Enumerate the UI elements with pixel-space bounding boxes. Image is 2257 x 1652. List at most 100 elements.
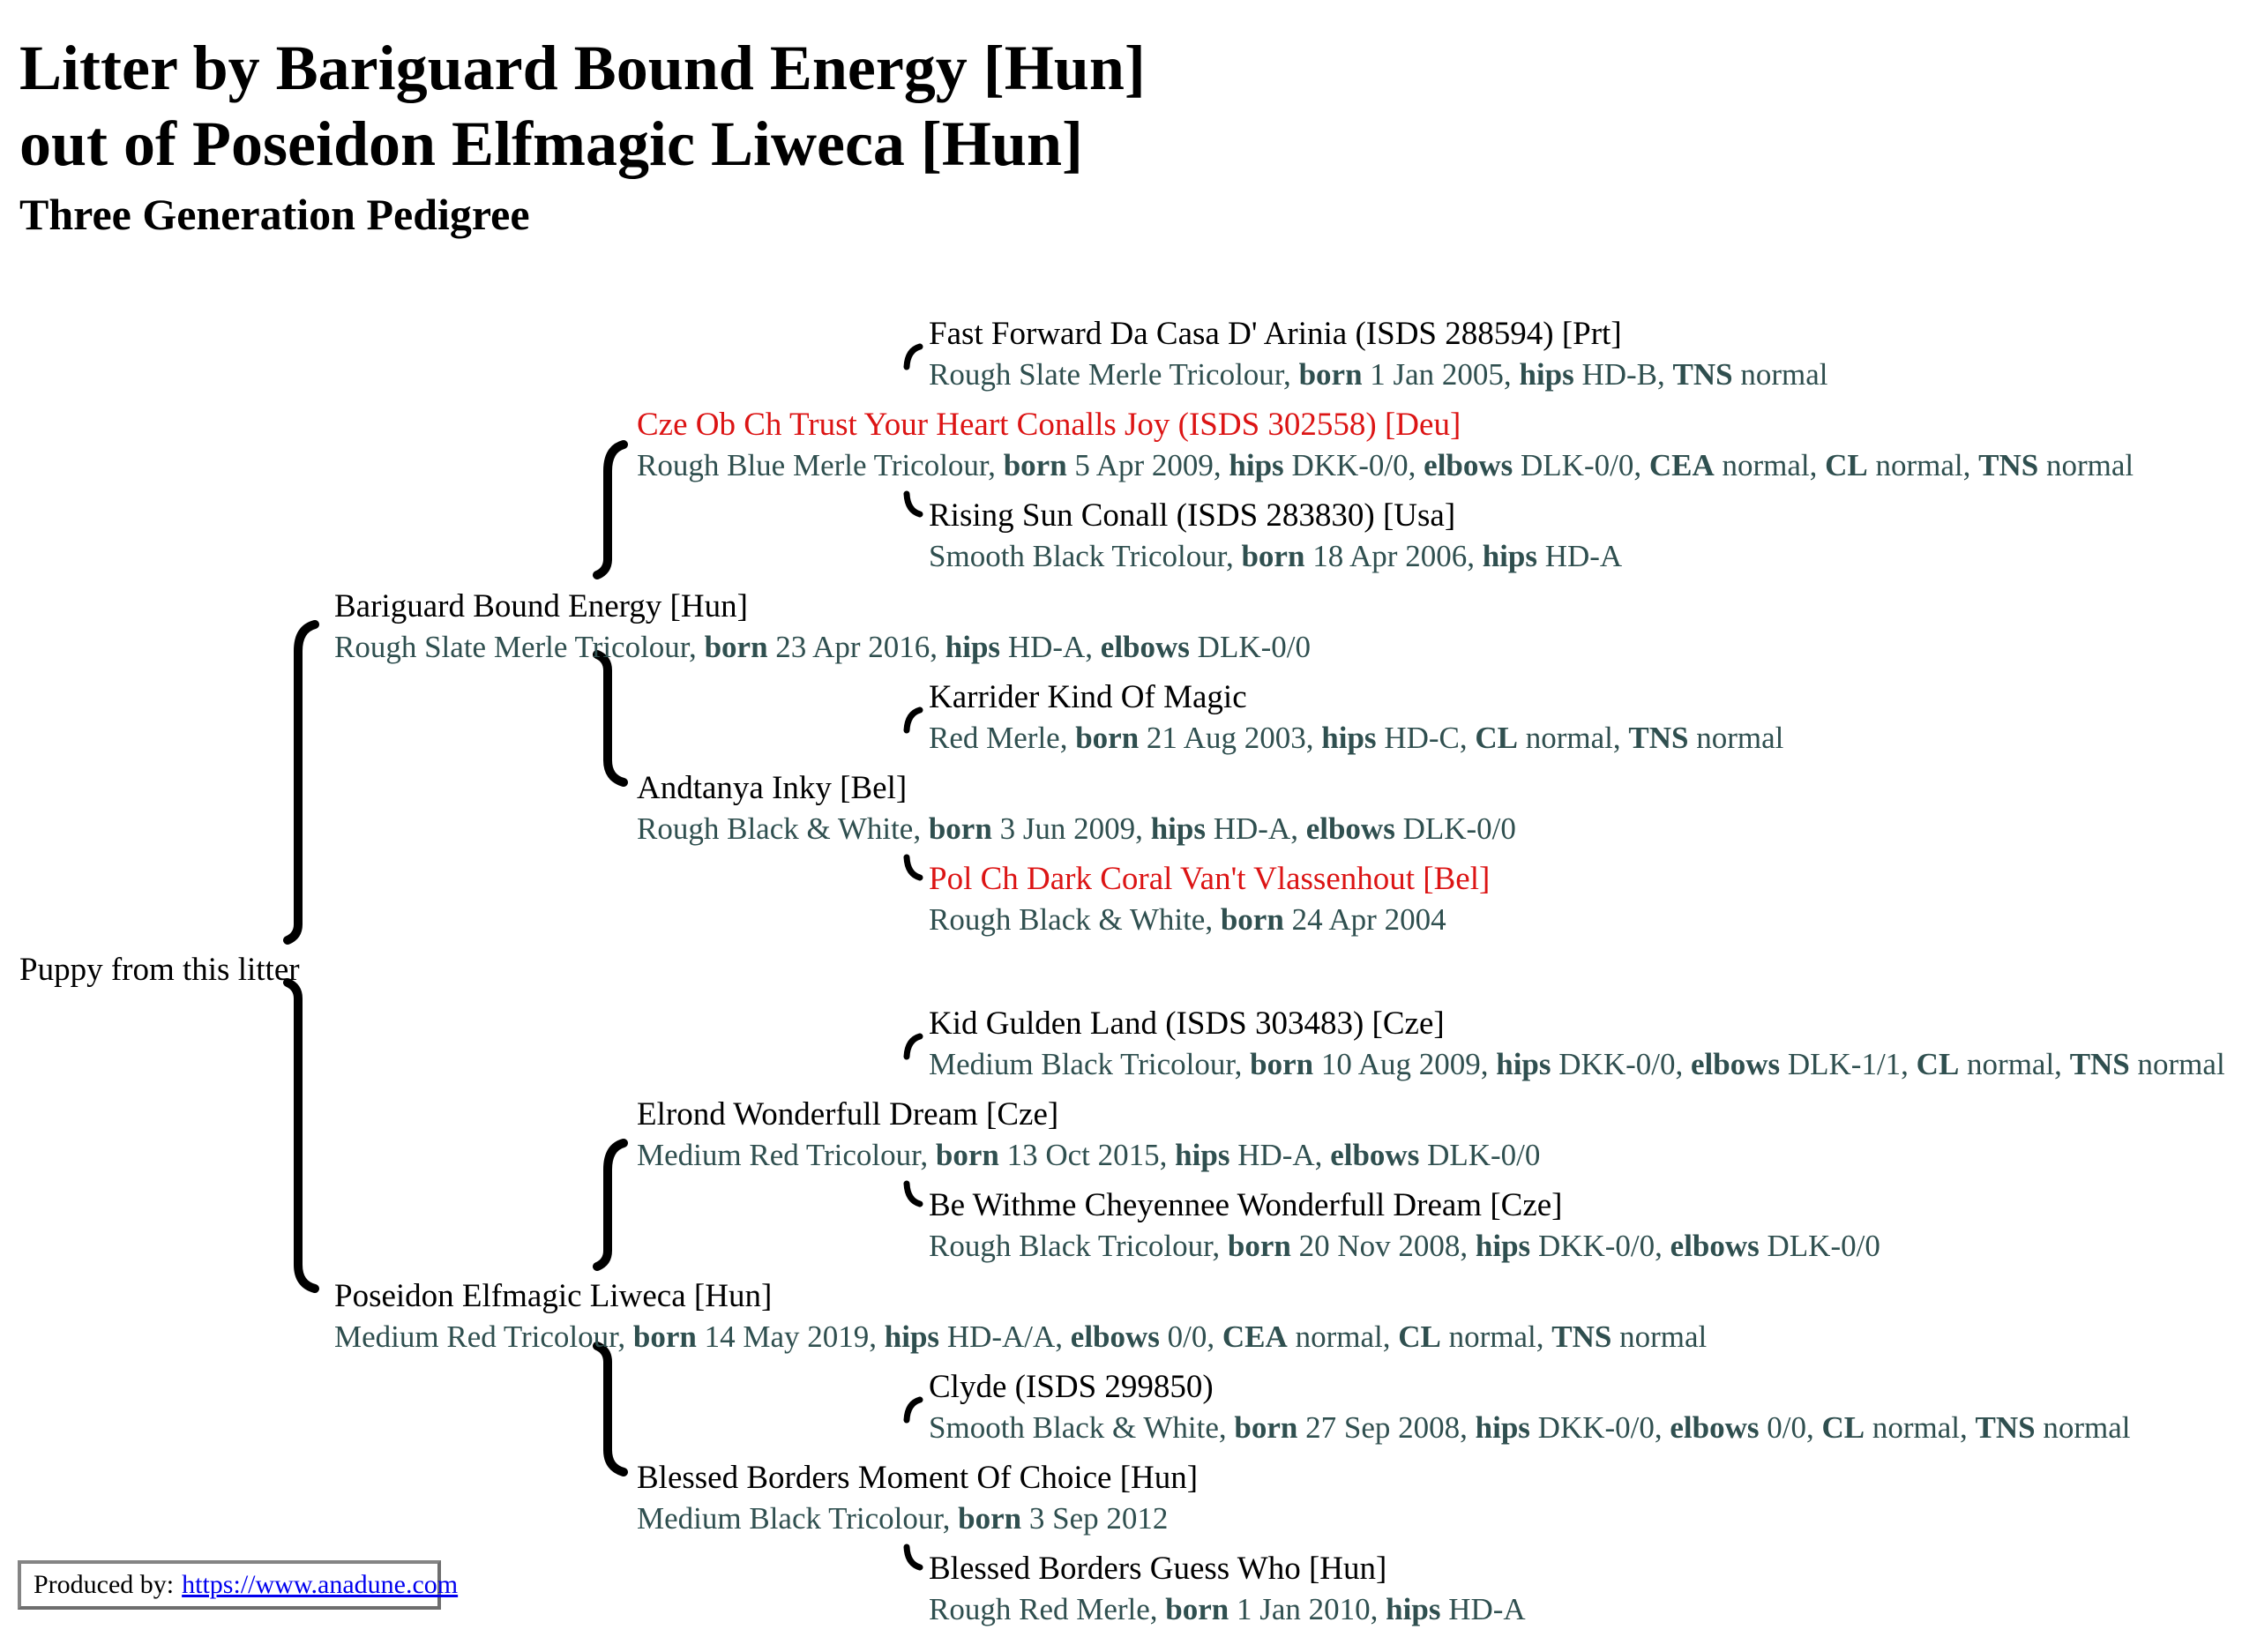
anadune-link[interactable]: https://www.anadune.com bbox=[182, 1570, 459, 1599]
detail-field-label: elbows bbox=[1070, 1319, 1160, 1354]
detail-field-label: hips bbox=[1229, 448, 1284, 482]
detail-field-label: CEA bbox=[1222, 1319, 1288, 1354]
detail-field-label: hips bbox=[1482, 539, 1537, 573]
pedigree-entry-name-guess-who: Blessed Borders Guess Who [Hun] bbox=[929, 1551, 1387, 1587]
gen3-tip-dark-coral bbox=[903, 854, 923, 881]
detail-field-value: 18 Apr 2006, bbox=[1304, 539, 1483, 573]
pedigree-entry-detail-fast-forward: Rough Slate Merle Tricolour, born 1 Jan … bbox=[929, 357, 1828, 392]
detail-field-label: elbows bbox=[1690, 1047, 1781, 1081]
pedigree-entry-detail-poseidon: Medium Red Tricolour, born 14 May 2019, … bbox=[334, 1319, 1707, 1355]
produced-by-box: Produced by: https://www.anadune.com bbox=[18, 1560, 458, 1610]
detail-field-label: TNS bbox=[1628, 721, 1689, 755]
detail-field-label: born bbox=[1220, 902, 1284, 937]
detail-field-value: 3 Sep 2012 bbox=[1021, 1501, 1169, 1536]
detail-field-value: HD-A, bbox=[1205, 811, 1306, 846]
detail-field-value: normal bbox=[1732, 357, 1828, 392]
detail-field-label: hips bbox=[945, 630, 1001, 664]
detail-field-value: normal, bbox=[1714, 448, 1826, 482]
detail-field-label: born bbox=[1165, 1592, 1229, 1626]
detail-field-label: born bbox=[928, 811, 992, 846]
pedigree-entry-name-karrider: Karrider Kind Of Magic bbox=[929, 679, 1247, 715]
detail-field-label: TNS bbox=[2069, 1047, 2130, 1081]
detail-field-value: normal, bbox=[1865, 1410, 1976, 1445]
detail-field-value: normal, bbox=[1518, 721, 1629, 755]
detail-field-label: CL bbox=[1821, 1410, 1865, 1445]
detail-field-label: CL bbox=[1475, 721, 1518, 755]
detail-field-value: Smooth Black Tricolour, bbox=[929, 539, 1242, 573]
pedigree-entry-name-poseidon: Poseidon Elfmagic Liweca [Hun] bbox=[334, 1278, 773, 1314]
pedigree-entry-name-be-withme: Be Withme Cheyennee Wonderfull Dream [Cz… bbox=[929, 1187, 1563, 1223]
detail-field-value: DKK-0/0, bbox=[1283, 448, 1424, 482]
detail-field-label: born bbox=[1003, 448, 1067, 482]
pedigree-entry-detail-karrider: Red Merle, born 21 Aug 2003, hips HD-C, … bbox=[929, 721, 1783, 756]
detail-field-label: hips bbox=[884, 1319, 940, 1354]
gen3-tip-guess-who bbox=[903, 1544, 923, 1571]
detail-field-value: 0/0, bbox=[1759, 1410, 1822, 1445]
pedigree-entry-name-bariguard: Bariguard Bound Energy [Hun] bbox=[334, 588, 748, 624]
detail-field-label: TNS bbox=[1975, 1410, 2036, 1445]
detail-field-label: hips bbox=[1475, 1229, 1531, 1263]
detail-field-value: 13 Oct 2015, bbox=[998, 1138, 1176, 1172]
pedigree-entry-detail-be-withme: Rough Black Tricolour, born 20 Nov 2008,… bbox=[929, 1229, 1880, 1264]
detail-field-value: HD-A bbox=[1440, 1592, 1526, 1626]
detail-field-value: Medium Black Tricolour, bbox=[929, 1047, 1251, 1081]
pedigree-entry-name-clyde: Clyde (ISDS 299850) bbox=[929, 1369, 1214, 1405]
pedigree-entry-name-kid-gulden-land: Kid Gulden Land (ISDS 303483) [Cze] bbox=[929, 1005, 1445, 1042]
detail-field-value: DLK-0/0 bbox=[1394, 811, 1516, 846]
detail-field-label: born bbox=[1241, 539, 1305, 573]
gen3-tip-fast-forward bbox=[903, 343, 923, 370]
pedigree-entry-name-rising-sun: Rising Sun Conall (ISDS 283830) [Usa] bbox=[929, 497, 1456, 534]
detail-field-value: Medium Black Tricolour, bbox=[637, 1501, 959, 1536]
page-title-line2: out of Poseidon Elfmagic Liweca [Hun] bbox=[19, 108, 1083, 179]
root-puppy-label: Puppy from this litter bbox=[19, 952, 300, 988]
detail-field-label: elbows bbox=[1670, 1410, 1760, 1445]
page-subtitle: Three Generation Pedigree bbox=[19, 190, 530, 239]
pedigree-entry-detail-andtanya: Rough Black & White, born 3 Jun 2009, hi… bbox=[637, 811, 1516, 847]
detail-field-value: Rough Red Merle, bbox=[929, 1592, 1166, 1626]
detail-field-value: normal bbox=[1688, 721, 1784, 755]
detail-field-value: DLK-1/1, bbox=[1780, 1047, 1917, 1081]
detail-field-label: born bbox=[1250, 1047, 1314, 1081]
gen3-tip-rising-sun bbox=[903, 490, 923, 518]
detail-field-value: HD-C, bbox=[1376, 721, 1476, 755]
gen3-tip-kid-gulden bbox=[903, 1033, 923, 1060]
detail-field-label: CEA bbox=[1648, 448, 1715, 482]
detail-field-value: 21 Aug 2003, bbox=[1139, 721, 1322, 755]
pedigree-entry-detail-moment-of-choice: Medium Black Tricolour, born 3 Sep 2012 bbox=[637, 1501, 1168, 1536]
pedigree-entry-detail-clyde: Smooth Black & White, born 27 Sep 2008, … bbox=[929, 1410, 2131, 1446]
detail-field-value: DLK-0/0 bbox=[1419, 1138, 1541, 1172]
detail-field-label: hips bbox=[1150, 811, 1206, 846]
pedigree-entry-name-dark-coral: Pol Ch Dark Coral Van't Vlassenhout [Bel… bbox=[929, 861, 1491, 897]
detail-field-label: hips bbox=[1496, 1047, 1551, 1081]
detail-field-label: elbows bbox=[1305, 811, 1395, 846]
detail-field-value: 5 Apr 2009, bbox=[1066, 448, 1229, 482]
detail-field-value: Rough Slate Merle Tricolour, bbox=[929, 357, 1299, 392]
pedigree-entry-detail-rising-sun: Smooth Black Tricolour, born 18 Apr 2006… bbox=[929, 539, 1622, 574]
pedigree-entry-name-trust-your-heart: Cze Ob Ch Trust Your Heart Conalls Joy (… bbox=[637, 407, 1461, 443]
detail-field-label: born bbox=[1298, 357, 1363, 392]
detail-field-value: 14 May 2019, bbox=[696, 1319, 885, 1354]
detail-field-value: Rough Black Tricolour, bbox=[929, 1229, 1228, 1263]
detail-field-value: 27 Sep 2008, bbox=[1297, 1410, 1476, 1445]
pedigree-entry-name-fast-forward: Fast Forward Da Casa D' Arinia (ISDS 288… bbox=[929, 316, 1622, 352]
detail-field-label: born bbox=[1075, 721, 1140, 755]
detail-field-label: hips bbox=[1321, 721, 1377, 755]
detail-field-value: Smooth Black & White, bbox=[929, 1410, 1235, 1445]
pedigree-entry-detail-guess-who: Rough Red Merle, born 1 Jan 2010, hips H… bbox=[929, 1592, 1526, 1627]
detail-field-value: normal bbox=[2129, 1047, 2225, 1081]
detail-field-value: DLK-0/0 bbox=[1189, 630, 1311, 664]
detail-field-label: elbows bbox=[1424, 448, 1513, 482]
detail-field-label: TNS bbox=[1672, 357, 1733, 392]
detail-field-value: normal, bbox=[1440, 1319, 1552, 1354]
detail-field-label: CL bbox=[1916, 1047, 1960, 1081]
detail-field-value: normal, bbox=[1867, 448, 1979, 482]
detail-field-label: born bbox=[935, 1138, 999, 1172]
detail-field-label: TNS bbox=[1551, 1319, 1612, 1354]
dam-brace-upper bbox=[593, 1139, 628, 1271]
detail-field-value: HD-B, bbox=[1573, 357, 1673, 392]
detail-field-value: Red Merle, bbox=[929, 721, 1076, 755]
detail-field-value: 23 Apr 2016, bbox=[767, 630, 945, 664]
pedigree-entry-detail-trust-your-heart: Rough Blue Merle Tricolour, born 5 Apr 2… bbox=[637, 448, 2134, 483]
pedigree-entry-name-moment-of-choice: Blessed Borders Moment Of Choice [Hun] bbox=[637, 1460, 1199, 1496]
